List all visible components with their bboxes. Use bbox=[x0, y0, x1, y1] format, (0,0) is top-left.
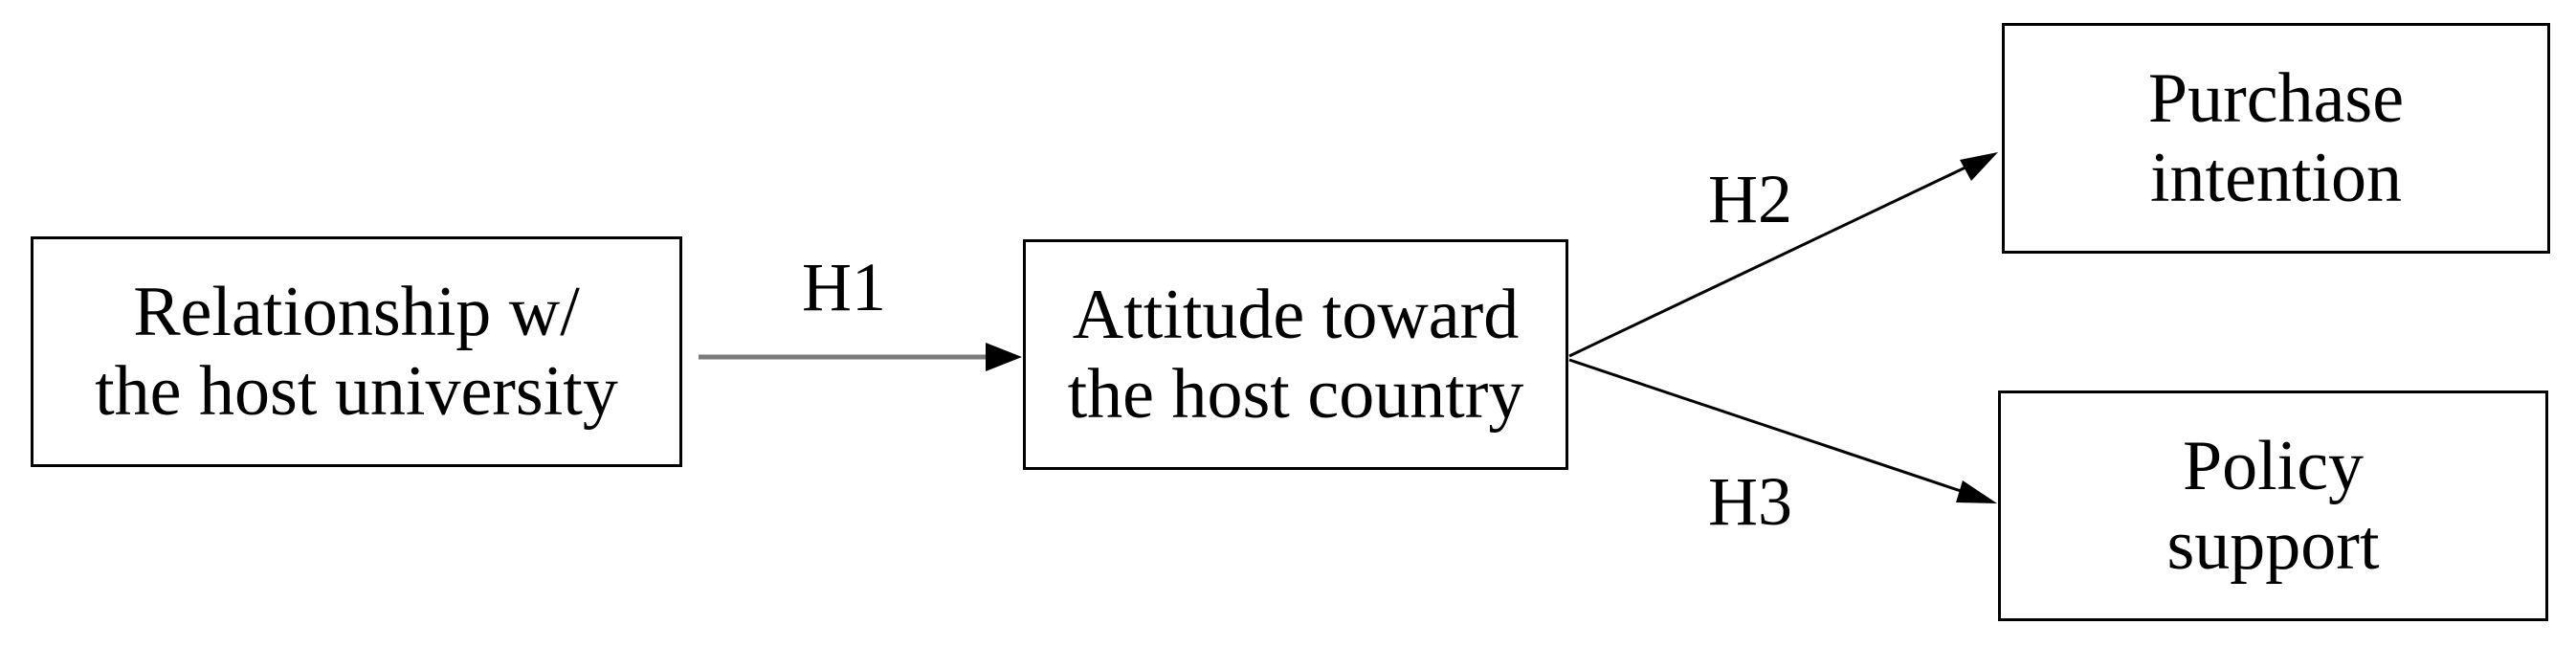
hypothesis-label-h3: H3 bbox=[1708, 463, 1792, 540]
node-label-line: intention bbox=[2149, 138, 2403, 217]
node-relationship-with-host-university: Relationship w/ the host university bbox=[31, 236, 682, 467]
node-policy-support: Policy support bbox=[1998, 390, 2548, 621]
node-label-line: Purchase bbox=[2147, 58, 2405, 138]
node-label-line: Policy bbox=[2182, 426, 2365, 505]
node-label-line: support bbox=[2166, 505, 2380, 585]
node-label-line: the host university bbox=[95, 351, 618, 431]
node-purchase-intention: Purchase intention bbox=[2002, 23, 2550, 254]
node-label-line: the host country bbox=[1067, 354, 1524, 434]
node-label-line: Relationship w/ bbox=[133, 272, 580, 351]
node-label-line: Attitude toward bbox=[1072, 275, 1520, 354]
arrow-h1 bbox=[699, 343, 1022, 371]
hypothesis-label-h1: H1 bbox=[802, 249, 886, 325]
hypothesis-label-h2: H2 bbox=[1708, 161, 1792, 237]
node-attitude-toward-host-country: Attitude toward the host country bbox=[1023, 239, 1568, 470]
